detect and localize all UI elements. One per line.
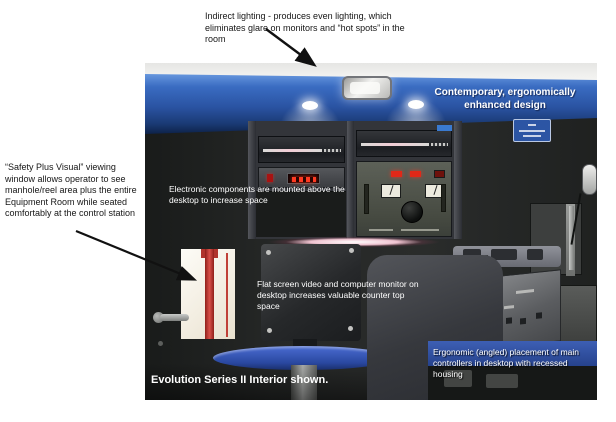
accent-light xyxy=(302,101,318,110)
analog-meter xyxy=(381,184,401,198)
flat-screen-monitor-back xyxy=(261,244,361,341)
callout-safety-window: “Safety Plus Visual” viewing window allo… xyxy=(5,162,137,219)
rotary-knob xyxy=(401,201,423,223)
door-handle xyxy=(153,310,189,324)
red-button xyxy=(410,171,421,177)
interior-photo: Contemporary, ergonomically enhanced des… xyxy=(145,63,597,400)
label-ergonomic-placement: Ergonomic (angled) placement of main con… xyxy=(433,347,579,380)
recessed-housing-area xyxy=(428,366,597,400)
slider xyxy=(364,184,369,214)
indirect-light-fixture xyxy=(342,76,392,100)
blue-placard xyxy=(513,119,551,142)
red-reel-pole xyxy=(205,249,214,339)
blank-rack-panel xyxy=(256,191,346,237)
blue-label-chip xyxy=(437,125,452,131)
callout-indirect-lighting: Indirect lighting - produces even lighti… xyxy=(205,11,405,45)
dark-button xyxy=(434,170,445,178)
vcr-unit xyxy=(356,130,452,157)
rack-rail xyxy=(347,121,354,239)
hanging-handset xyxy=(582,164,597,195)
slider xyxy=(441,184,446,212)
blue-desktop-edge xyxy=(428,341,597,368)
door-screw xyxy=(158,341,163,346)
rack-rail xyxy=(454,121,462,239)
desk-pedestal xyxy=(291,365,317,400)
equipment-rack xyxy=(248,121,462,239)
power-lamp xyxy=(267,174,273,182)
main-control-panel xyxy=(356,161,452,237)
accent-light xyxy=(408,100,424,109)
rack-rail xyxy=(248,121,256,239)
label-contemporary-design: Contemporary, ergonomically enhanced des… xyxy=(434,87,576,111)
window-frame-line xyxy=(226,253,228,337)
photo-caption: Evolution Series II Interior shown. xyxy=(151,374,329,386)
label-flat-screen: Flat screen video and computer monitor o… xyxy=(257,279,419,312)
panel-label xyxy=(401,229,439,231)
label-electronic-components: Electronic components are mounted above … xyxy=(169,184,345,206)
led-readout-unit xyxy=(258,167,345,188)
vcr-unit xyxy=(258,136,345,163)
led-display xyxy=(287,173,320,184)
red-button xyxy=(391,171,402,177)
safety-viewing-window xyxy=(181,249,235,339)
panel-label xyxy=(369,229,393,231)
